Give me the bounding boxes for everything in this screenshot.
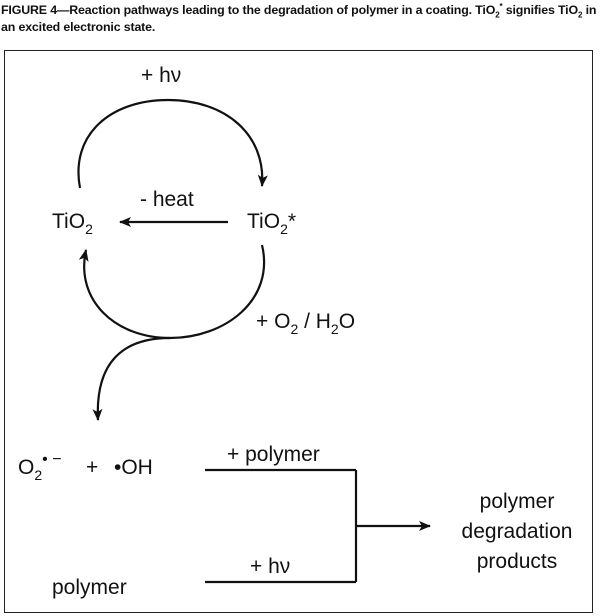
caption-dash: —	[56, 3, 70, 17]
heat-label: - heat	[140, 188, 194, 211]
plus-sign: +	[86, 456, 98, 479]
caption-text-2: signifies TiO	[502, 3, 578, 17]
tio2-ground-base: TiO	[52, 210, 85, 233]
caption-text-3: in an excited electronic state.	[1, 3, 597, 34]
products-line-3: products	[477, 550, 558, 573]
top-arc-arrow	[77, 98, 268, 189]
hv-top-label: + hν	[141, 64, 181, 87]
superoxide-base: O	[18, 456, 34, 479]
o2-sub: 2	[290, 321, 298, 337]
h2o-suffix: O	[339, 310, 355, 333]
plus-polymer-label: + polymer	[227, 443, 320, 466]
superoxide-radical: O2• −	[18, 451, 62, 483]
polymer-label: polymer	[52, 576, 127, 599]
radical-formation-arrow	[92, 336, 171, 421]
caption-label: FIGURE 4	[1, 3, 57, 17]
o2-h2o-label: + O2 / H2O	[256, 310, 355, 337]
caption-sup-1: *	[499, 1, 503, 11]
h2o-mid: / H	[298, 310, 331, 333]
superoxide-sup: • −	[42, 451, 61, 468]
products-line-1: polymer	[480, 490, 555, 513]
tio2-excited-state: TiO2*	[247, 210, 296, 237]
figure-caption: FIGURE 4—Reaction pathways leading to th…	[1, 2, 597, 36]
tio2-excited-base: TiO	[247, 210, 280, 233]
caption-sub-2: 2	[577, 10, 583, 20]
caption-text-1: Reaction pathways leading to the degrada…	[69, 3, 496, 17]
tio2-ground-state: TiO2	[52, 210, 93, 237]
hv-bottom-label: + hν	[250, 555, 290, 578]
o2-prefix: + O	[256, 310, 290, 333]
diagram-frame	[4, 50, 593, 613]
superoxide-sub: 2	[34, 467, 42, 483]
products-line-2: degradation	[462, 520, 573, 543]
caption-sub-1: 2	[495, 10, 500, 20]
tio2-ground-sub: 2	[85, 221, 93, 237]
tio2-excited-star: *	[288, 210, 296, 233]
tio2-excited-sub: 2	[280, 221, 288, 237]
hydroxyl-radical: •OH	[114, 456, 153, 479]
h2o-sub: 2	[331, 321, 339, 337]
bottom-arc-arrow	[78, 244, 265, 340]
